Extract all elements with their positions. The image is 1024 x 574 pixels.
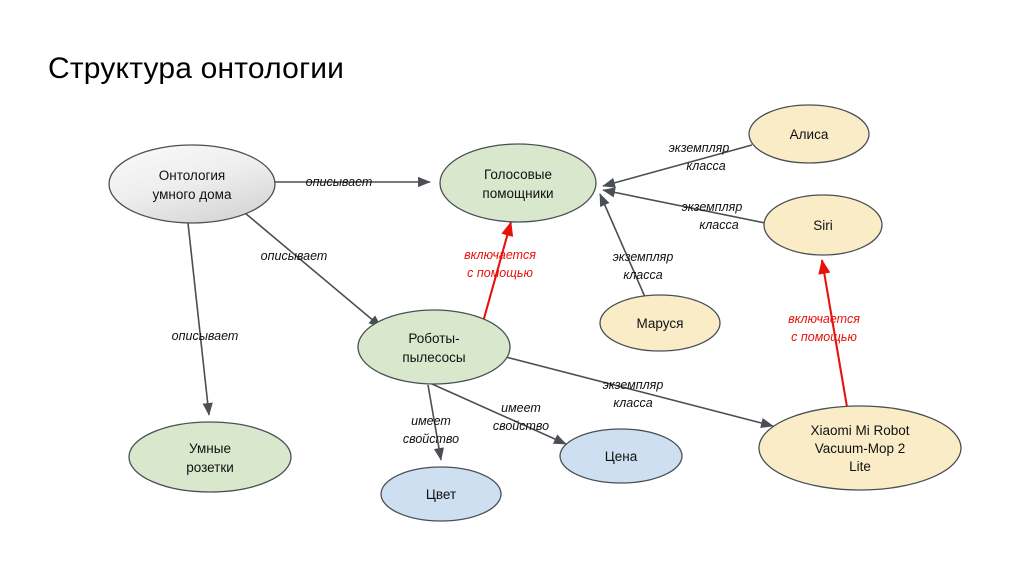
node-siri[interactable]: Siri	[763, 194, 883, 256]
edge-label: имеет	[501, 401, 541, 415]
node-label-line: Lite	[849, 459, 871, 474]
edge-line	[481, 221, 514, 323]
edge-robots-has-property-color: имеет свойство	[403, 384, 459, 461]
edge-label: класса	[623, 268, 662, 282]
edge-label: экземпляр	[682, 200, 743, 214]
node-ellipse[interactable]	[758, 405, 962, 491]
edge-label: описывает	[172, 329, 239, 343]
edge-line	[818, 259, 849, 408]
node-label-line: Маруся	[637, 316, 684, 331]
edge-line	[427, 384, 444, 461]
node-roboty-pylesosy[interactable]: Роботы- пылесосы	[357, 309, 511, 385]
node-ontology-umnogo-doma[interactable]: Онтология умного дома	[108, 144, 276, 224]
edge-label: описывает	[261, 249, 328, 263]
edge-line	[602, 187, 766, 224]
edge-label: класса	[613, 396, 652, 410]
edge-line	[602, 144, 753, 188]
edge-ontology-describes-voice: описывает	[275, 175, 431, 189]
node-label-line: Цвет	[426, 487, 456, 502]
node-label-line: Онтология	[159, 168, 226, 183]
edge-xiaomi-activated-by-siri: включается с помощью	[788, 259, 860, 408]
edge-label: с помощью	[791, 330, 857, 344]
node-label-line: розетки	[186, 460, 234, 475]
edge-label: класса	[686, 159, 725, 173]
node-label-line: Xiaomi Mi Robot	[810, 423, 909, 438]
edge-label: с помощью	[467, 266, 533, 280]
node-label-line: Алиса	[790, 127, 829, 142]
node-ellipse[interactable]	[357, 309, 511, 385]
page-title: Структура онтологии	[48, 52, 345, 85]
edge-label: экземпляр	[613, 250, 674, 264]
node-label-line: умного дома	[153, 187, 232, 202]
node-label-line: Умные	[189, 441, 231, 456]
edge-line	[505, 356, 774, 428]
node-ellipse[interactable]	[108, 144, 276, 224]
node-tsena[interactable]: Цена	[559, 428, 683, 484]
edge-ontology-describes-sockets: описывает	[172, 222, 239, 416]
node-label-line: Голосовые	[484, 167, 552, 182]
node-label-line: Цена	[605, 449, 638, 464]
node-ellipse[interactable]	[748, 104, 870, 164]
edge-ontology-describes-robots: описывает	[244, 212, 382, 328]
edge-robots-has-property-price: имеет свойство	[431, 383, 567, 445]
node-ellipse[interactable]	[559, 428, 683, 484]
edge-label: включается	[788, 312, 860, 326]
edge-label: свойство	[493, 419, 549, 433]
node-alisa[interactable]: Алиса	[748, 104, 870, 164]
edge-line	[187, 222, 213, 416]
node-umnye-rozetki[interactable]: Умные розетки	[128, 421, 292, 493]
edge-line	[244, 212, 382, 328]
edge-line	[431, 383, 567, 445]
edge-label: свойство	[403, 432, 459, 446]
node-golosovye-pomoshchniki[interactable]: Голосовые помощники	[439, 143, 597, 223]
node-label-line: Роботы-	[408, 331, 459, 346]
edge-label: класса	[699, 218, 738, 232]
node-ellipse[interactable]	[763, 194, 883, 256]
edge-label: включается	[464, 248, 536, 262]
node-label-line: пылесосы	[402, 350, 465, 365]
node-ellipse[interactable]	[380, 466, 502, 522]
edge-alisa-instance-of-voice: экземпляр класса	[602, 141, 753, 188]
node-label-line: помощники	[482, 186, 553, 201]
edge-label: экземпляр	[603, 378, 664, 392]
node-ellipse[interactable]	[128, 421, 292, 493]
node-xiaomi-mi-robot-vacuum-mop-2-lite[interactable]: Xiaomi Mi Robot Vacuum-Mop 2 Lite	[758, 405, 962, 491]
node-tsvet[interactable]: Цвет	[380, 466, 502, 522]
node-label-line: Siri	[813, 218, 833, 233]
edge-robots-instance-xiaomi: экземпляр класса	[505, 356, 774, 428]
edge-marusya-instance-of-voice: экземпляр класса	[599, 193, 674, 298]
node-label-line: Vacuum-Mop 2	[815, 441, 906, 456]
node-marusya[interactable]: Маруся	[599, 294, 721, 352]
edge-siri-instance-of-voice: экземпляр класса	[602, 187, 766, 232]
edge-label: описывает	[306, 175, 373, 189]
edge-label: экземпляр	[669, 141, 730, 155]
edge-line	[599, 193, 646, 298]
edge-label: имеет	[411, 414, 451, 428]
edge-robots-activated-by-voice: включается с помощью	[464, 221, 536, 323]
node-ellipse[interactable]	[599, 294, 721, 352]
node-ellipse[interactable]	[439, 143, 597, 223]
